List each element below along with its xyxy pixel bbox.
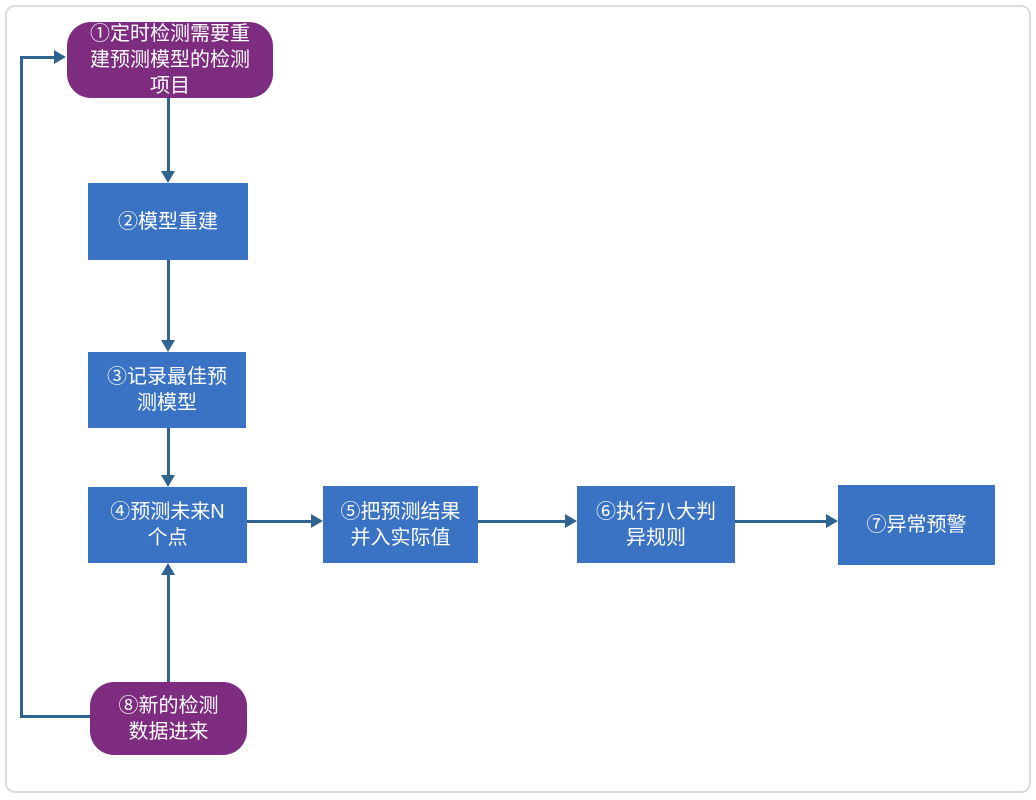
edge-1-2-line [167,98,170,171]
flow-node-3-record-best-model: ③记录最佳预测模型 [88,352,246,428]
flow-node-4-predict-next-n: ④预测未来N个点 [88,487,247,563]
flow-node-6-eight-rules: ⑥执行八大判异规则 [577,486,735,563]
flow-node-5-merge-prediction: ⑤把预测结果并入实际值 [323,486,478,563]
edge-8-1-bottom-segment [21,715,90,718]
edge-1-2-arrowhead-icon [161,171,175,183]
edge-8-4-line [167,575,170,682]
edge-8-1-top-segment [20,56,54,59]
edge-8-4-arrowhead-icon [161,563,175,575]
edge-3-4-arrowhead-icon [161,475,175,487]
flow-node-8-new-data: ⑧新的检测数据进来 [90,682,247,755]
edge-8-1-arrowhead-icon [54,50,66,64]
edge-5-6-line [478,520,565,523]
edge-8-1-vertical-segment [20,56,23,718]
edge-6-7-line [735,520,826,523]
flow-node-7-anomaly-alert: ⑦异常预警 [838,485,995,565]
edge-3-4-line [167,428,170,475]
flow-node-2-model-rebuild: ②模型重建 [88,183,248,260]
edge-2-3-arrowhead-icon [161,340,175,352]
edge-5-6-arrowhead-icon [565,514,577,528]
edge-2-3-line [167,260,170,340]
edge-4-5-line [247,520,311,523]
edge-4-5-arrowhead-icon [311,514,323,528]
flow-node-1-scheduled-detection: ①定时检测需要重建预测模型的检测项目 [67,22,273,98]
edge-6-7-arrowhead-icon [826,514,838,528]
